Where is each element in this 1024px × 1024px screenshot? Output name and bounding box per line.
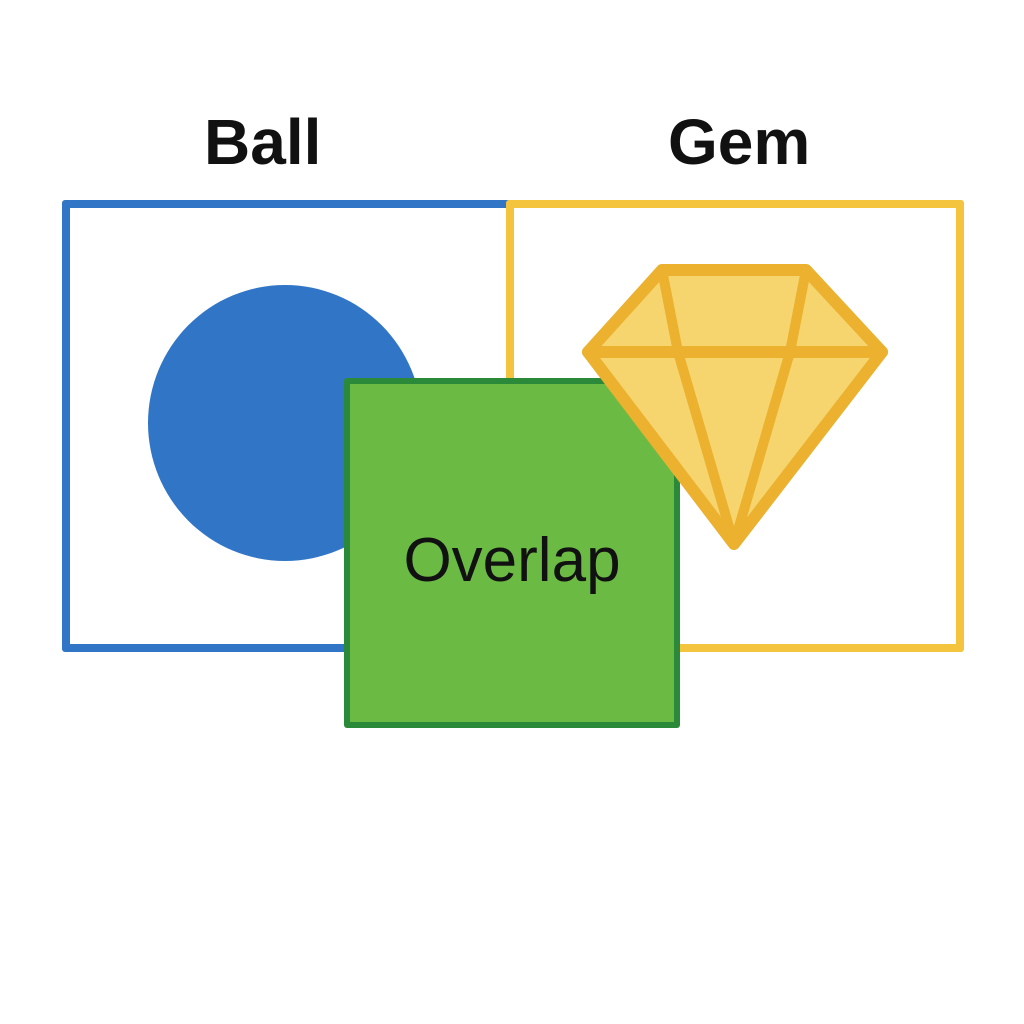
gem-facet-left-bottom [673, 347, 739, 549]
gem-facet-left-top [657, 265, 683, 357]
gem-facet-right-bottom [729, 347, 795, 549]
gem-body [582, 264, 888, 550]
ball-label: Ball [204, 106, 322, 178]
gem-diamond-icon [582, 264, 888, 550]
overlap-box: Overlap [344, 378, 680, 728]
gem-facet-right-top [785, 265, 811, 357]
overlap-label: Overlap [403, 526, 621, 595]
gem-label: Gem [668, 106, 811, 178]
